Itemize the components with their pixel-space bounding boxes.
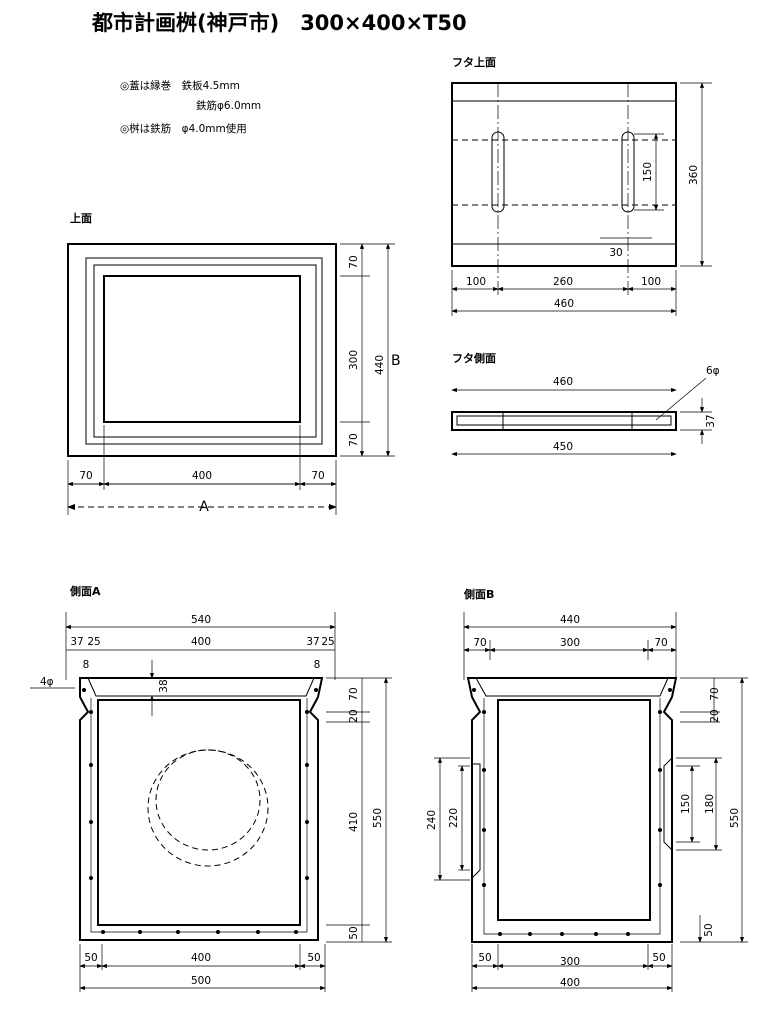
lid-side-dim-37: 37 [705,414,717,427]
lid-dim-260: 260 [553,276,573,288]
side-b-dim-300-bottom: 300 [560,956,580,968]
side-b-dim-70-left: 70 [473,637,486,649]
side-a-dim-20: 20 [348,709,360,722]
side-a-dim-50-right: 50 [348,926,360,939]
top-outer-outline [67,243,337,457]
side-a-dim-8-right: 8 [314,659,321,671]
lid-slot-right [621,131,635,213]
side-a-dim-410: 410 [348,812,360,832]
side-b-body [466,677,678,943]
side-b-inner-wall [497,699,651,921]
top-dim-440: 440 [374,355,386,375]
top-dim-400: 400 [192,470,212,482]
axis-b-label: B [391,353,401,369]
side-b-dim-300-top: 300 [560,637,580,649]
side-a-dim-50-bl: 50 [84,952,97,964]
side-a-dim-25-right: 25 [321,636,334,648]
side-b-dim-440: 440 [560,614,580,626]
side-a-label: 側面A [69,584,101,598]
lid-dim-100-right: 100 [641,276,661,288]
top-dim-70-right: 70 [311,470,324,482]
top-frame-1 [85,257,323,445]
side-a-body [79,677,324,941]
lid-side-view: フタ側面 460 6φ 37 450 [451,351,720,457]
side-a-dim-8-left: 8 [83,659,90,671]
side-a-dim-37-right: 37 [306,636,319,648]
side-b-dim-150: 150 [680,794,692,814]
side-b-label: 側面B [463,587,494,601]
side-a-dim-400-top: 400 [191,636,211,648]
lid-dim-360: 360 [688,165,700,185]
top-view-label: 上面 [70,211,92,225]
side-b-dim-240: 240 [426,810,438,830]
note-rebar-lid: 鉄筋φ6.0mm [196,99,261,112]
top-dim-70-top: 70 [348,255,360,268]
side-a-dim-4phi: 4φ [40,676,54,688]
top-opening [103,275,301,423]
side-b-right-notch [663,757,673,851]
side-b-dim-550: 550 [729,808,741,828]
side-b-dim-70-r: 70 [709,687,721,700]
top-frame-2 [93,264,317,438]
lid-side-outline [451,411,677,431]
side-a-dim-37-left: 37 [70,636,83,648]
side-b-dim-20: 20 [709,709,721,722]
lid-slot-left [491,131,505,213]
lid-top-view: フタ上面 150 30 360 100 260 100 460 [451,55,712,316]
note-lid: ◎蓋は縁巻 鉄板4.5mm [120,79,240,92]
side-b-dim-400-bottom: 400 [560,977,580,989]
side-a-dim-400-bottom: 400 [191,952,211,964]
lid-dim-460: 460 [554,298,574,310]
lid-side-dim-450: 450 [553,441,573,453]
top-dim-300: 300 [348,350,360,370]
lid-dim-150: 150 [642,162,654,182]
side-b-dim-220: 220 [448,808,460,828]
lid-top-label: フタ上面 [452,55,496,69]
side-a-pipe-opening [147,749,269,867]
side-a-inner-wall [97,699,301,926]
top-dim-70-bottom: 70 [348,433,360,446]
side-a-dim-70: 70 [348,687,360,700]
spec-notes: ◎蓋は縁巻 鉄板4.5mm 鉄筋φ6.0mm ◎桝は鉄筋 φ4.0mm使用 [120,79,261,135]
side-b-dim-180: 180 [704,794,716,814]
drawing-title: 都市計画桝(神戸市) 300×400×T50 [91,11,467,35]
side-a-dim-50-br: 50 [307,952,320,964]
side-a-dim-540: 540 [191,614,211,626]
lid-side-dim-460: 460 [553,376,573,388]
side-view-b: 側面B 440 70 300 70 240 220 [426,587,748,992]
note-box-rebar: ◎桝は鉄筋 φ4.0mm使用 [120,122,247,135]
side-a-dim-25-left: 25 [87,636,100,648]
lid-side-dim-6phi: 6φ [706,365,720,377]
side-b-dim-50-br: 50 [652,952,665,964]
side-a-dim-38: 38 [158,679,170,692]
top-view: 上面 70 300 70 440 B 70 400 70 A [67,211,401,515]
lid-side-label: フタ側面 [452,351,496,365]
side-a-dim-500: 500 [191,975,211,987]
axis-a-label: A [199,499,209,515]
side-b-dim-50-r: 50 [703,923,715,936]
side-b-dim-70-right: 70 [654,637,667,649]
side-b-left-notch [471,763,481,879]
top-dim-70-left: 70 [79,470,92,482]
lid-dim-100-left: 100 [466,276,486,288]
side-view-a: 側面A 540 37 25 400 37 25 8 8 4φ 38 [30,584,392,992]
lid-outline [451,82,677,267]
side-a-dim-550: 550 [372,808,384,828]
lid-dim-30: 30 [609,247,622,259]
side-b-dim-50-bl: 50 [478,952,491,964]
